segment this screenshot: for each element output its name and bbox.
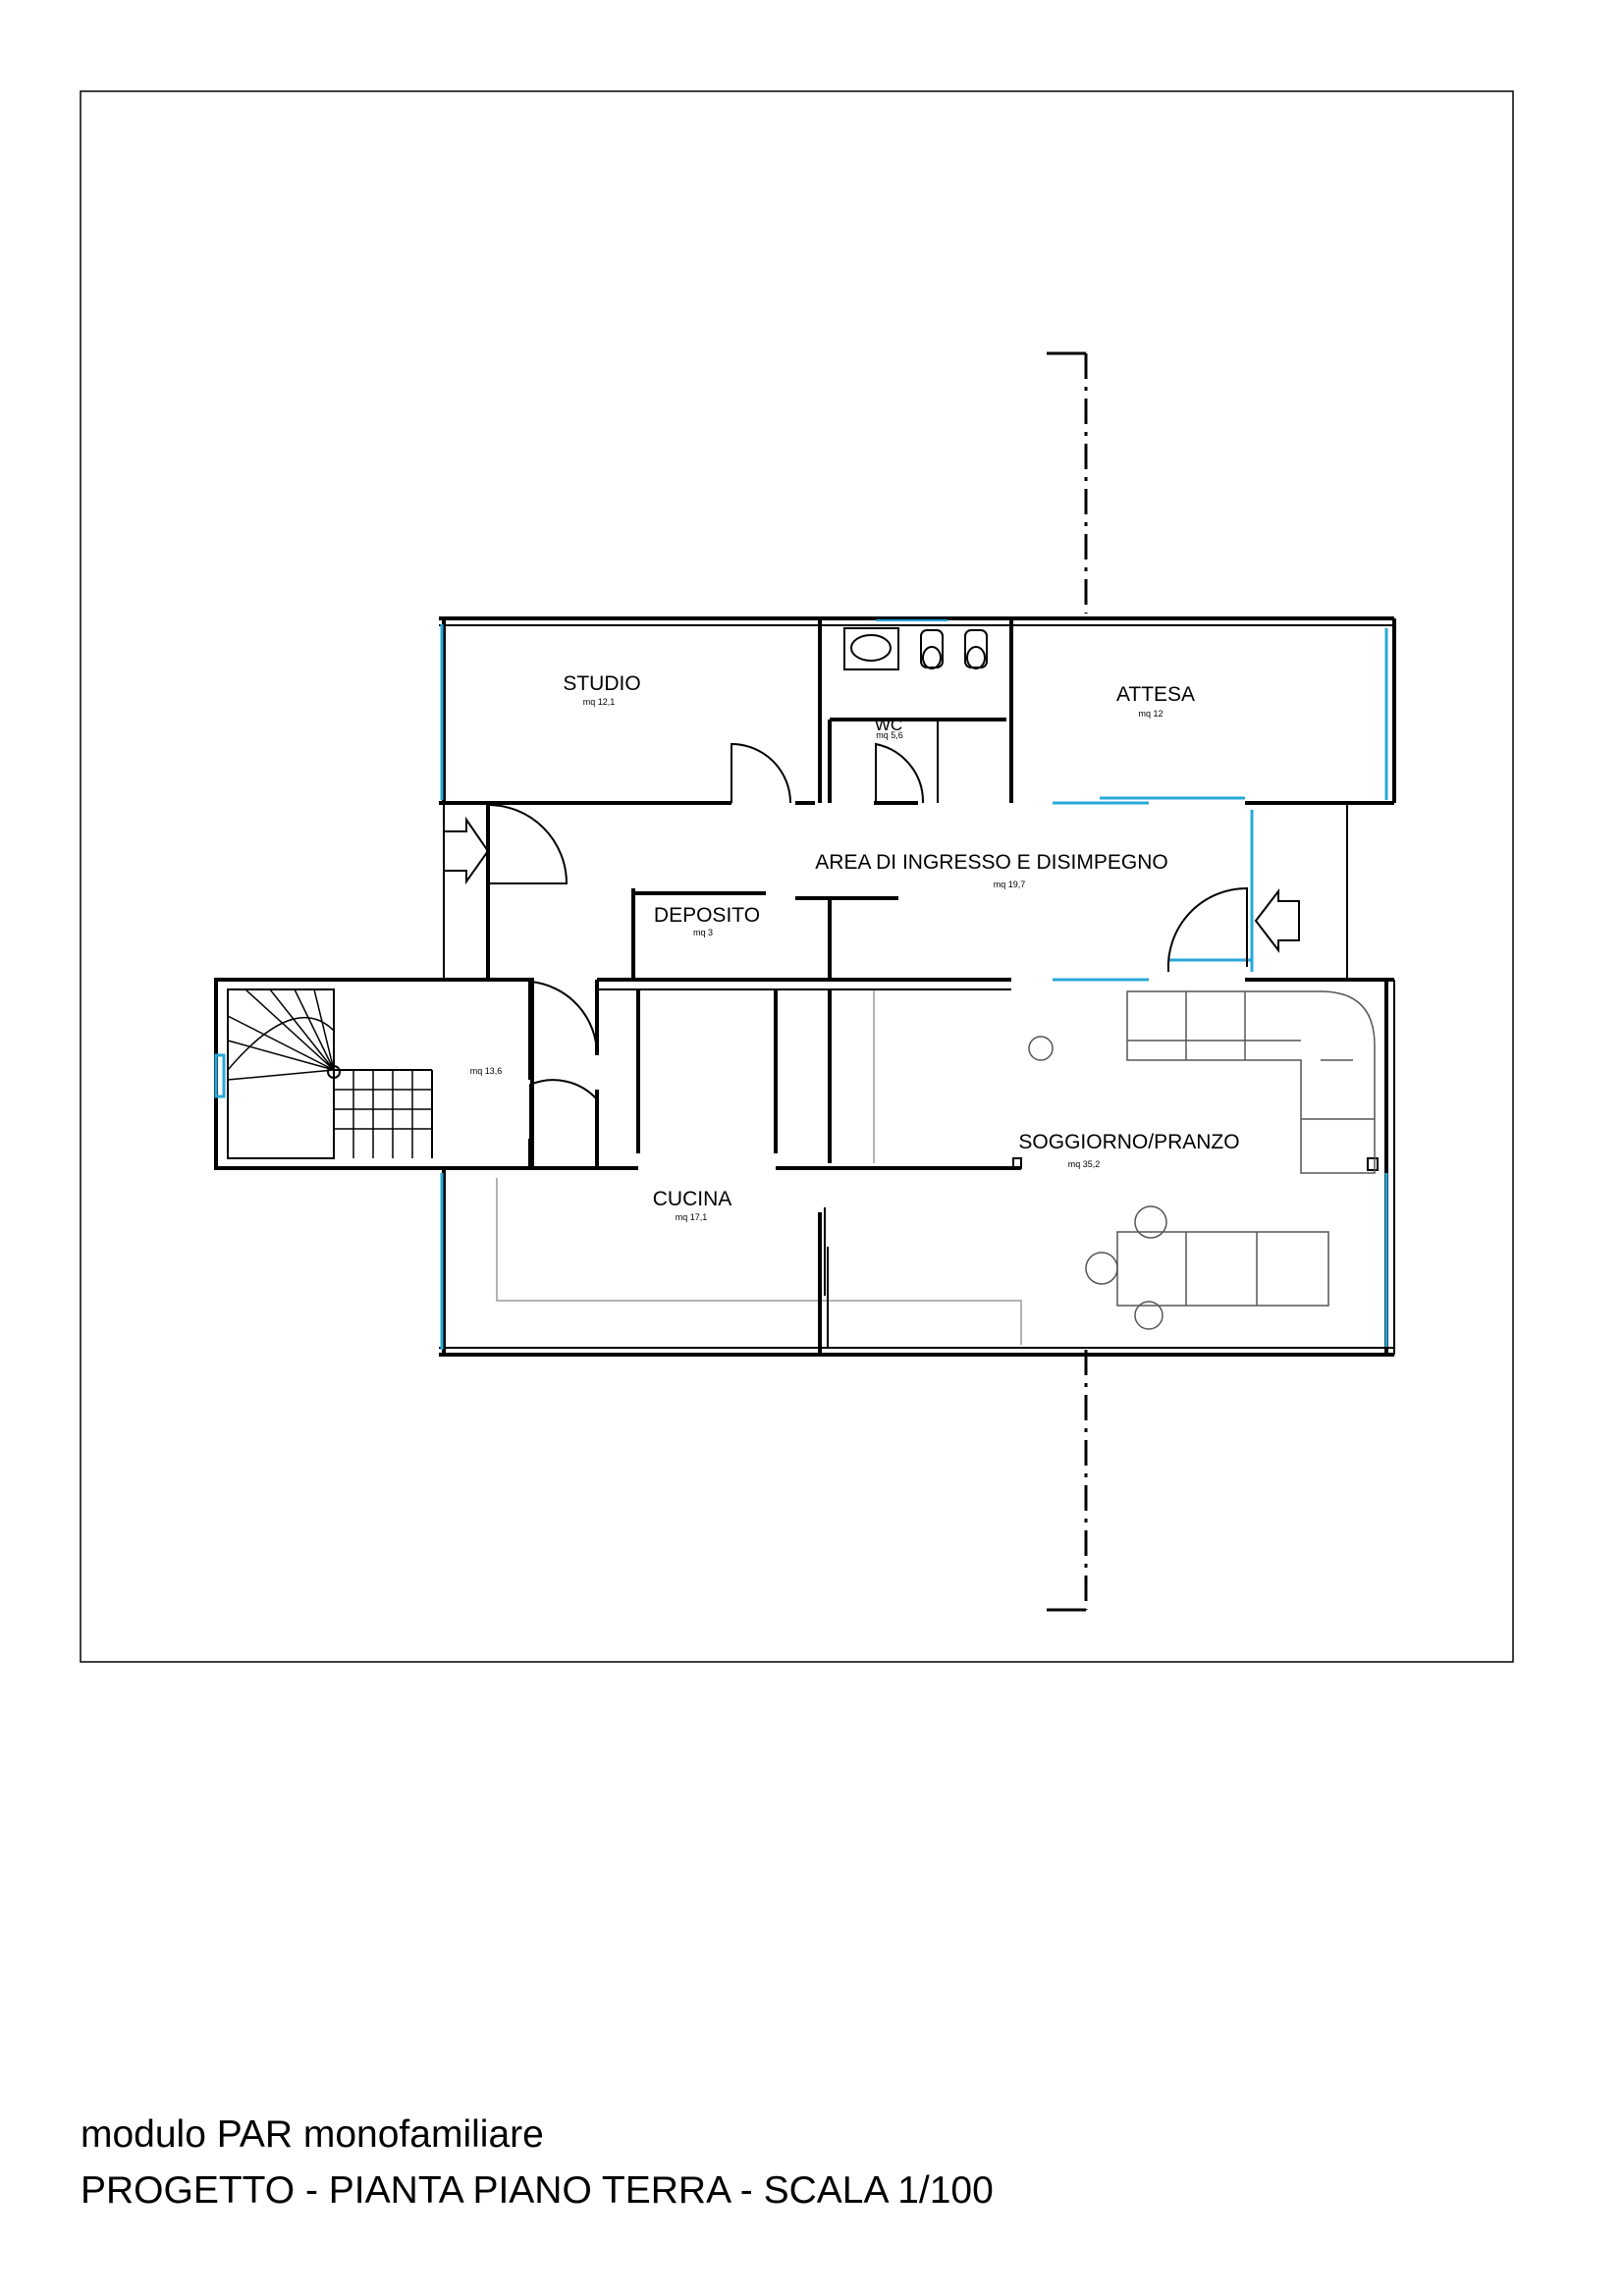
sofa xyxy=(1126,990,1376,1174)
room-name: WC xyxy=(875,716,902,734)
room-name: STUDIO xyxy=(563,672,640,695)
doors xyxy=(487,742,1248,1296)
room-area: mq 35,2 xyxy=(1068,1159,1101,1169)
room-name: ATTESA xyxy=(1116,683,1195,706)
room-area: mq 3 xyxy=(693,928,713,937)
section-line-bottom xyxy=(1047,1350,1088,1612)
room-area: mq 19,7 xyxy=(994,880,1026,889)
exterior-walls xyxy=(437,616,1396,1357)
dining-table xyxy=(1028,1036,1329,1330)
entrance-arrow-right xyxy=(1254,888,1300,953)
kitchen-counter xyxy=(496,989,1022,1345)
glazing xyxy=(440,619,1388,1350)
room-labels: STUDIO mq 12,1 WC mq 5,6 ATTESA mq 12 AR… xyxy=(470,672,1240,1222)
caption-project-name: modulo PAR monofamiliare xyxy=(81,2113,544,2156)
room-name: AREA DI INGRESSO E DISIMPEGNO xyxy=(815,851,1167,874)
section-line-top xyxy=(1047,351,1088,614)
room-area: mq 17,1 xyxy=(676,1212,708,1222)
bathroom-fixtures xyxy=(843,627,988,670)
drawing-frame xyxy=(80,90,1514,1663)
room-area: mq 5,6 xyxy=(876,730,903,740)
room-area: mq 12,1 xyxy=(583,697,616,707)
caption-drawing-title: PROGETTO - PIANTA PIANO TERRA - SCALA 1/… xyxy=(81,2169,994,2212)
entrance-arrow-left xyxy=(443,816,490,885)
interior-walls xyxy=(486,618,1379,1355)
stair-block xyxy=(214,978,534,1170)
room-area: mq 12 xyxy=(1138,709,1163,719)
room-name: DEPOSITO xyxy=(654,904,760,927)
room-name: CUCINA xyxy=(653,1188,732,1210)
room-area: mq 13,6 xyxy=(470,1066,503,1076)
room-name: SOGGIORNO/PRANZO xyxy=(1018,1131,1239,1153)
